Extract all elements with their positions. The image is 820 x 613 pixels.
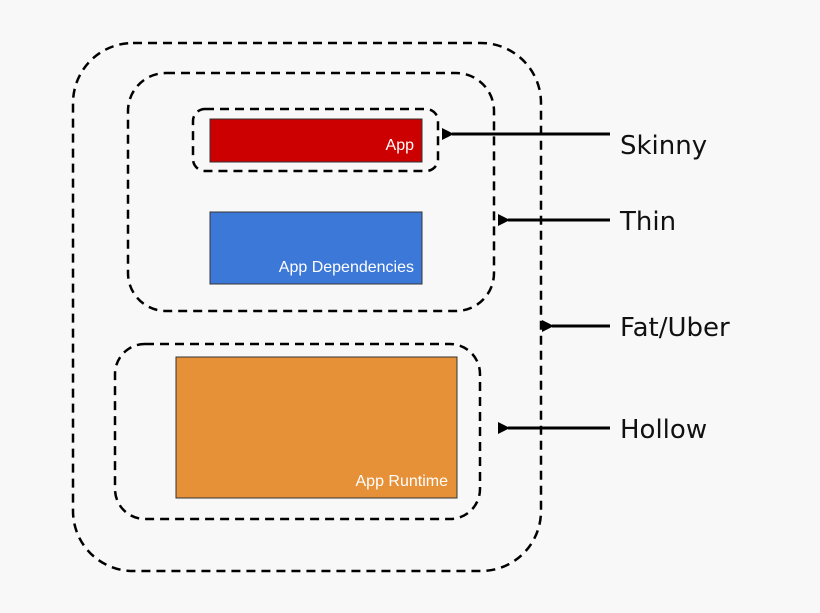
app-runtime-label: App Runtime xyxy=(356,473,449,490)
hollow-boundary xyxy=(113,342,482,521)
app-box xyxy=(209,118,423,163)
app-dependencies-label: App Dependencies xyxy=(279,259,414,276)
thin-label: Thin xyxy=(619,207,676,237)
skinny-boundary xyxy=(191,107,440,173)
app-runtime-box xyxy=(175,356,458,499)
fat-uber-label: Fat/Uber xyxy=(620,313,730,343)
hollow-label: Hollow xyxy=(620,415,707,445)
skinny-label: Skinny xyxy=(620,131,707,161)
app-dependencies-box xyxy=(209,211,423,285)
fat-uber-boundary xyxy=(71,41,543,573)
app-label: App xyxy=(386,137,415,154)
